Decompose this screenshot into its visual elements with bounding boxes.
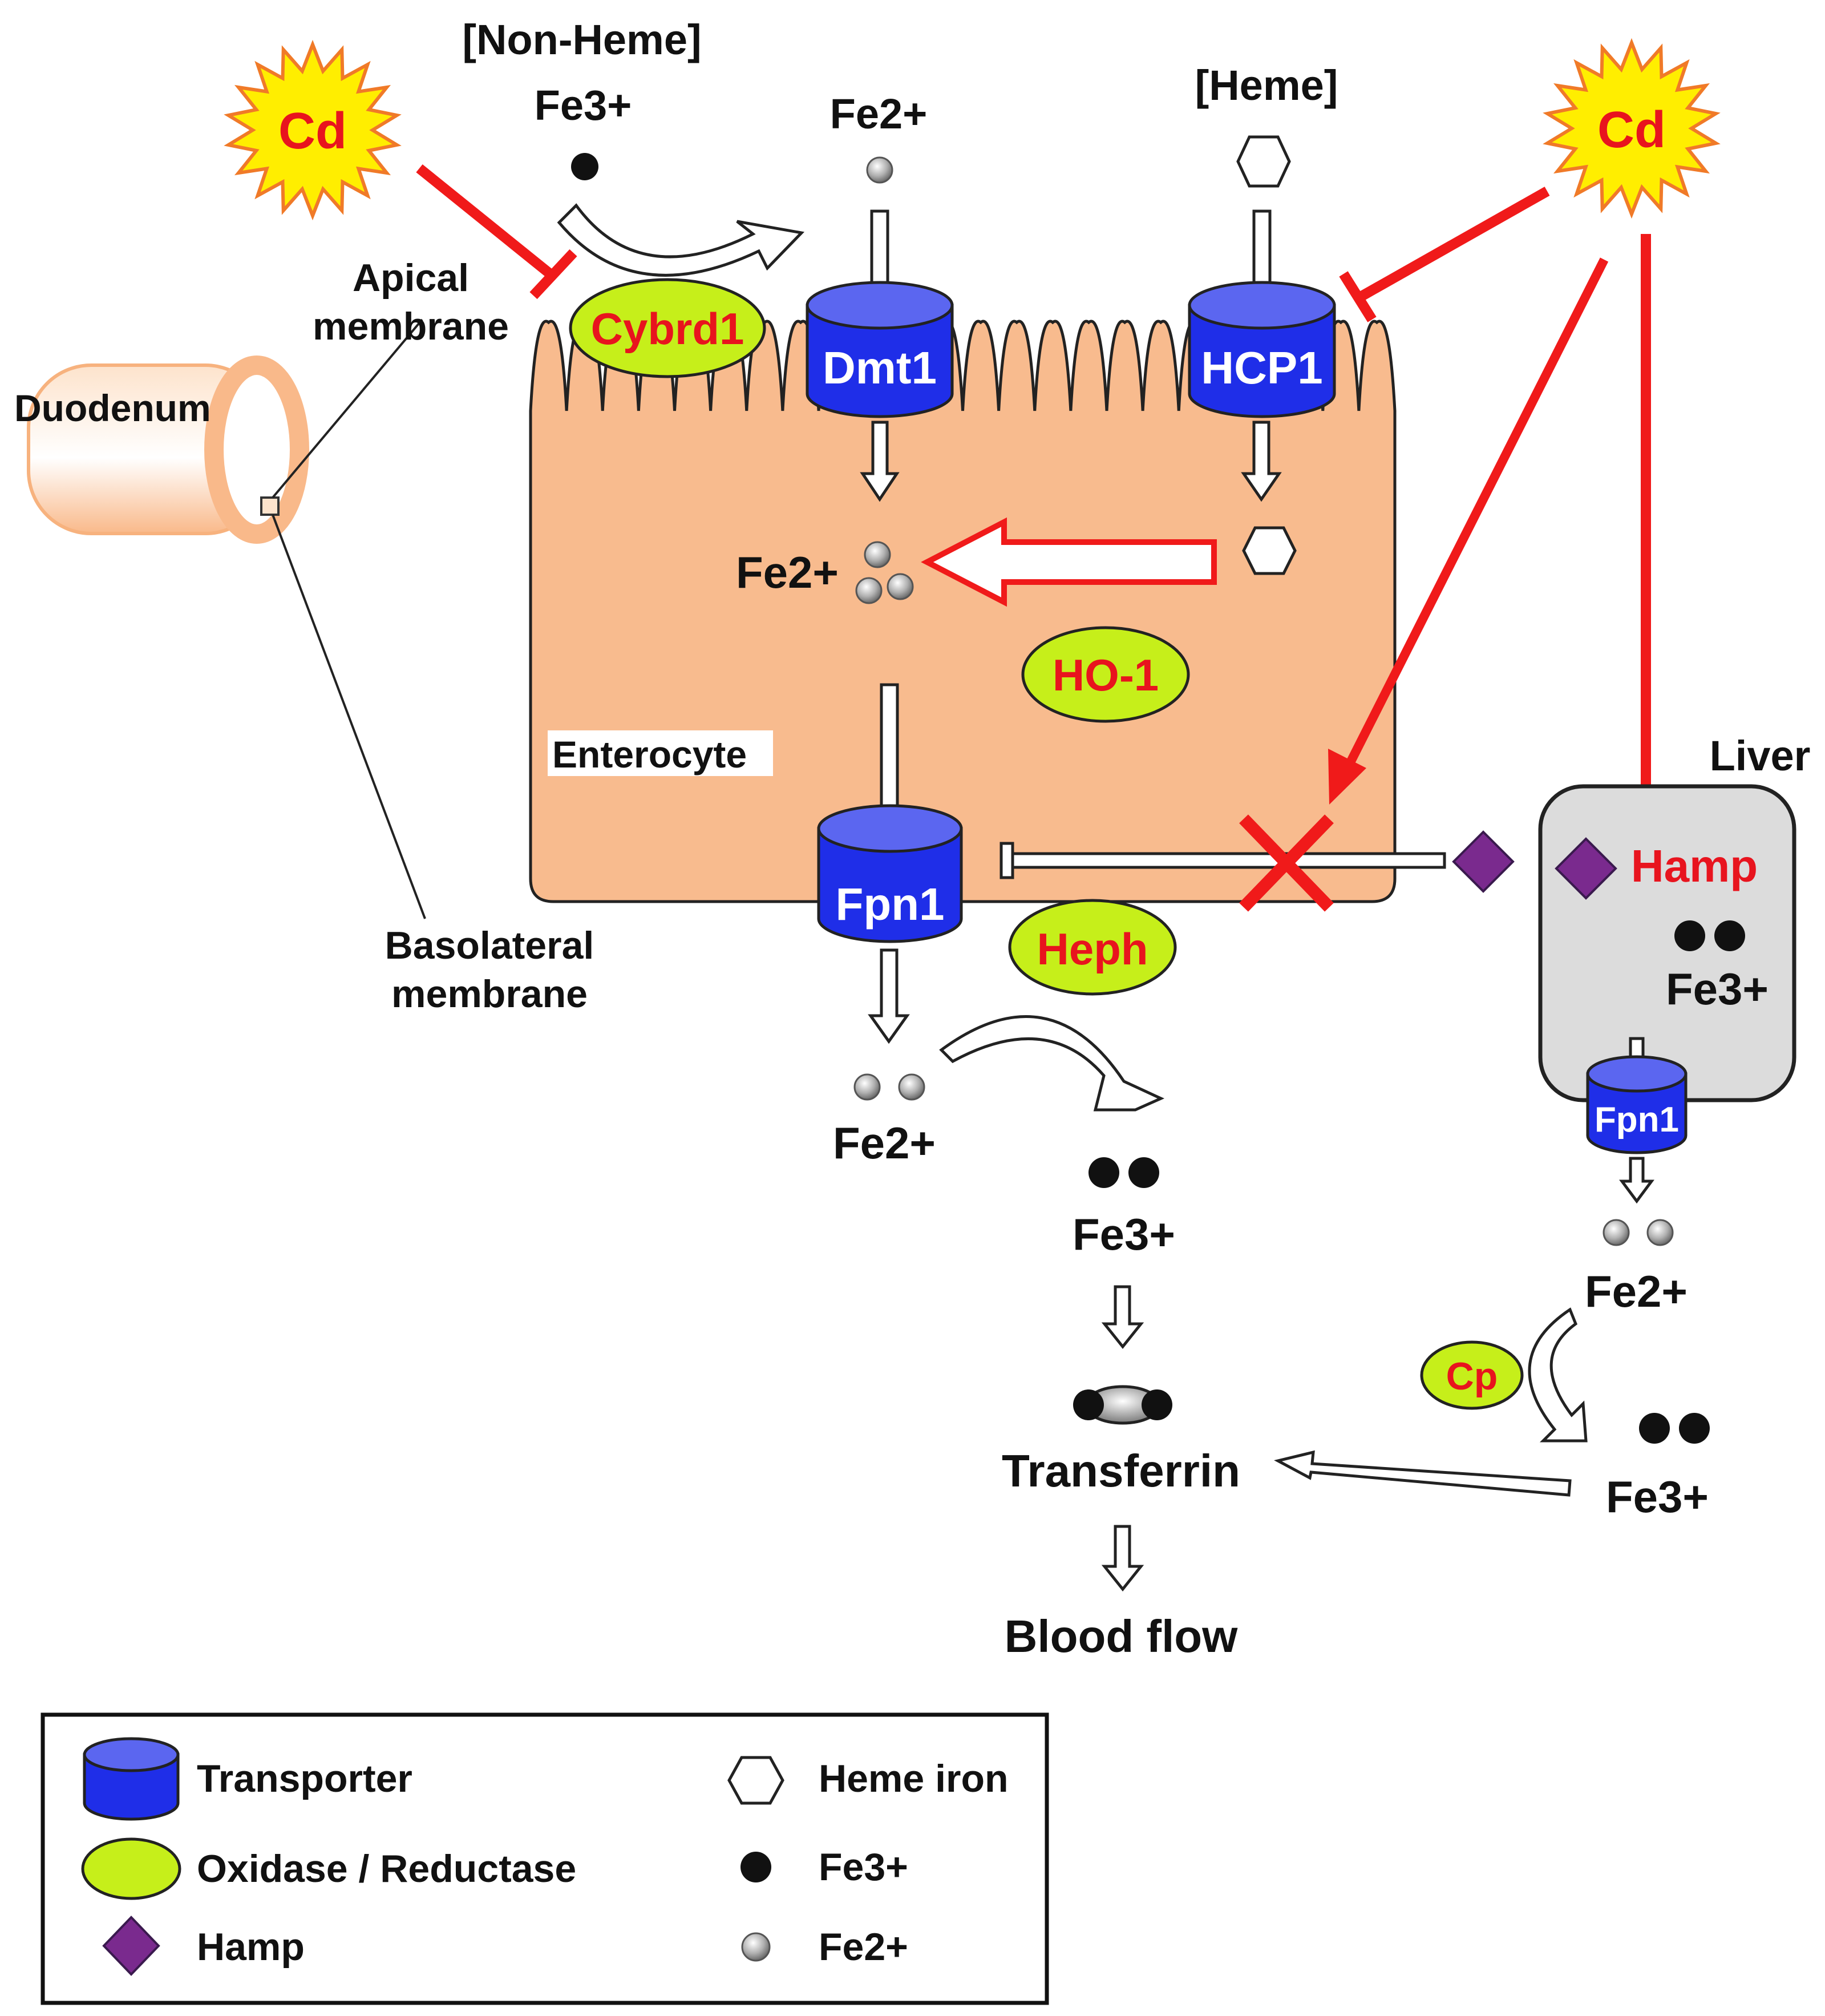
fe3-blood-label: Fe3+ bbox=[1073, 1209, 1175, 1259]
cp-label: Cp bbox=[1446, 1355, 1498, 1398]
legend-fe3-icon bbox=[740, 1852, 771, 1882]
cp-oxidation-arrow bbox=[1528, 1307, 1588, 1443]
fe2-liver-dot-1 bbox=[1603, 1219, 1630, 1246]
cd-starburst-left bbox=[224, 39, 402, 221]
heme-cytosol-hexagon bbox=[1242, 526, 1297, 575]
legend-oxidase-icon bbox=[81, 1837, 181, 1900]
fe3-blood-dot-1 bbox=[1088, 1157, 1119, 1188]
hamp-inhibits-fpn1-bar bbox=[999, 842, 1014, 879]
duodenum-label: Duodenum bbox=[14, 387, 211, 429]
transferrin-molecule bbox=[1073, 1385, 1172, 1425]
heme-lumen-hexagon bbox=[1236, 135, 1291, 188]
heph-label: Heph bbox=[1037, 924, 1148, 974]
cd-to-block-arrow-line bbox=[1345, 257, 1609, 767]
fe2-cytosol-dot-2 bbox=[855, 577, 883, 604]
dmt1-transporter bbox=[806, 281, 954, 418]
legend-fe3-label: Fe3+ bbox=[819, 1845, 908, 1889]
hamp-inhibits-fpn1-line bbox=[1011, 852, 1446, 869]
fe3-liver-label: Fe3+ bbox=[1666, 964, 1769, 1014]
legend-hamp-label: Hamp bbox=[197, 1925, 305, 1969]
fe2-lumen-label: Fe2+ bbox=[830, 90, 928, 138]
cybrd1-enzyme bbox=[569, 278, 766, 378]
fpn1-enterocyte-transporter bbox=[817, 804, 963, 943]
cybrd1-reduction-arrow bbox=[557, 203, 805, 277]
fe3-liver-dot-2 bbox=[1714, 920, 1745, 951]
fe2-cytosol-label: Fe2+ bbox=[736, 547, 839, 597]
ho1-enzyme bbox=[1021, 626, 1190, 723]
hamp-label: Hamp bbox=[1631, 841, 1758, 891]
liver-label: Liver bbox=[1710, 732, 1811, 779]
heme-to-fe2-arrow bbox=[921, 517, 1217, 607]
apical-membrane-label-2: membrane bbox=[313, 305, 509, 348]
duodenum-zoom-box bbox=[260, 496, 280, 516]
cd-inhibits-hcp1-bar bbox=[1339, 271, 1377, 322]
fe2-blood-dot-1 bbox=[853, 1073, 881, 1101]
fpn1-liver-label: Fpn1 bbox=[1595, 1100, 1679, 1140]
fe2-liver-out-label: Fe2+ bbox=[1585, 1266, 1688, 1316]
ho1-label: HO-1 bbox=[1053, 650, 1159, 700]
liver-to-transferrin-arrow bbox=[1274, 1450, 1572, 1497]
legend-hamp-icon bbox=[102, 1916, 160, 1976]
legend-oxidase-label: Oxidase / Reductase bbox=[197, 1847, 576, 1890]
basolateral-membrane-label-1: Basolateral bbox=[385, 924, 594, 967]
heph-enzyme bbox=[1008, 899, 1177, 996]
legend-heme-label: Heme iron bbox=[819, 1757, 1009, 1800]
fe2-lumen-dot bbox=[866, 156, 893, 184]
hcp1-out-arrow bbox=[1241, 421, 1282, 502]
fpn1-liver-out-arrow bbox=[1619, 1157, 1654, 1204]
blood-flow-label: Blood flow bbox=[1005, 1611, 1239, 1662]
fe2-blood-dot-2 bbox=[898, 1073, 925, 1101]
fe3-liver-dot-1 bbox=[1674, 920, 1705, 951]
fe2-cytosol-dot-1 bbox=[864, 541, 891, 568]
cybrd1-label: Cybrd1 bbox=[591, 304, 744, 354]
basolateral-membrane-label-2: membrane bbox=[391, 972, 588, 1016]
fe3-lumen-label: Fe3+ bbox=[535, 82, 632, 129]
fpn1-liver-transporter bbox=[1586, 1055, 1688, 1154]
block-x-mark bbox=[1239, 814, 1334, 912]
fe3-liver-out-dot-1 bbox=[1639, 1413, 1670, 1444]
hcp1-label: HCP1 bbox=[1201, 342, 1322, 393]
dmt1-label: Dmt1 bbox=[823, 342, 937, 393]
liver-cell bbox=[1538, 784, 1796, 1102]
fpn1-enterocyte-label: Fpn1 bbox=[835, 879, 944, 930]
legend-fe2-icon bbox=[741, 1932, 771, 1962]
fe2-cytosol-dot-3 bbox=[887, 573, 914, 600]
hamp-diamond-liver bbox=[1555, 837, 1617, 900]
cd-to-block-arrow-head bbox=[1328, 749, 1366, 805]
cd-label-left: Cd bbox=[278, 103, 347, 160]
heph-oxidation-arrow bbox=[939, 1015, 1165, 1112]
fe3-liver-out-dot-2 bbox=[1679, 1413, 1710, 1444]
cd-inhibits-hcp1-line bbox=[1358, 187, 1550, 301]
legend-box bbox=[41, 1712, 1049, 2005]
fe3-liver-out-label: Fe3+ bbox=[1606, 1472, 1709, 1522]
legend-transporter-label: Transporter bbox=[197, 1757, 412, 1800]
fpn1-out-arrow bbox=[868, 948, 910, 1044]
dmt1-out-arrow bbox=[860, 421, 900, 502]
cd-inhibits-cybrd1-line bbox=[416, 164, 556, 280]
legend-transporter-icon bbox=[83, 1737, 180, 1821]
heme-label: [Heme] bbox=[1195, 62, 1338, 109]
enterocyte-label-bg bbox=[548, 730, 773, 776]
transferrin-label: Transferrin bbox=[1002, 1445, 1240, 1496]
transferrin-to-blood-arrow bbox=[1101, 1525, 1144, 1592]
enterocyte-label: Enterocyte bbox=[552, 733, 747, 775]
hamp-diamond-circulating bbox=[1452, 830, 1515, 893]
apical-membrane-label-1: Apical bbox=[353, 256, 469, 300]
fe2-blood-label: Fe2+ bbox=[833, 1118, 936, 1168]
legend-fe2-label: Fe2+ bbox=[819, 1925, 908, 1969]
legend-heme-icon bbox=[727, 1756, 784, 1805]
non-heme-label: [Non-Heme] bbox=[462, 16, 701, 63]
hcp1-transporter bbox=[1188, 281, 1336, 418]
cytosol-to-fpn1-shaft bbox=[880, 683, 899, 823]
cd-inhibits-cybrd1-bar bbox=[529, 249, 577, 300]
fe3-to-transferrin-arrow bbox=[1101, 1285, 1144, 1350]
fe2-liver-dot-2 bbox=[1646, 1219, 1674, 1246]
cd-label-right: Cd bbox=[1597, 102, 1666, 159]
fe3-blood-dot-2 bbox=[1128, 1157, 1159, 1188]
cp-enzyme bbox=[1420, 1340, 1524, 1410]
cd-starburst-right bbox=[1543, 38, 1721, 219]
fe3-lumen-dot bbox=[571, 153, 598, 180]
